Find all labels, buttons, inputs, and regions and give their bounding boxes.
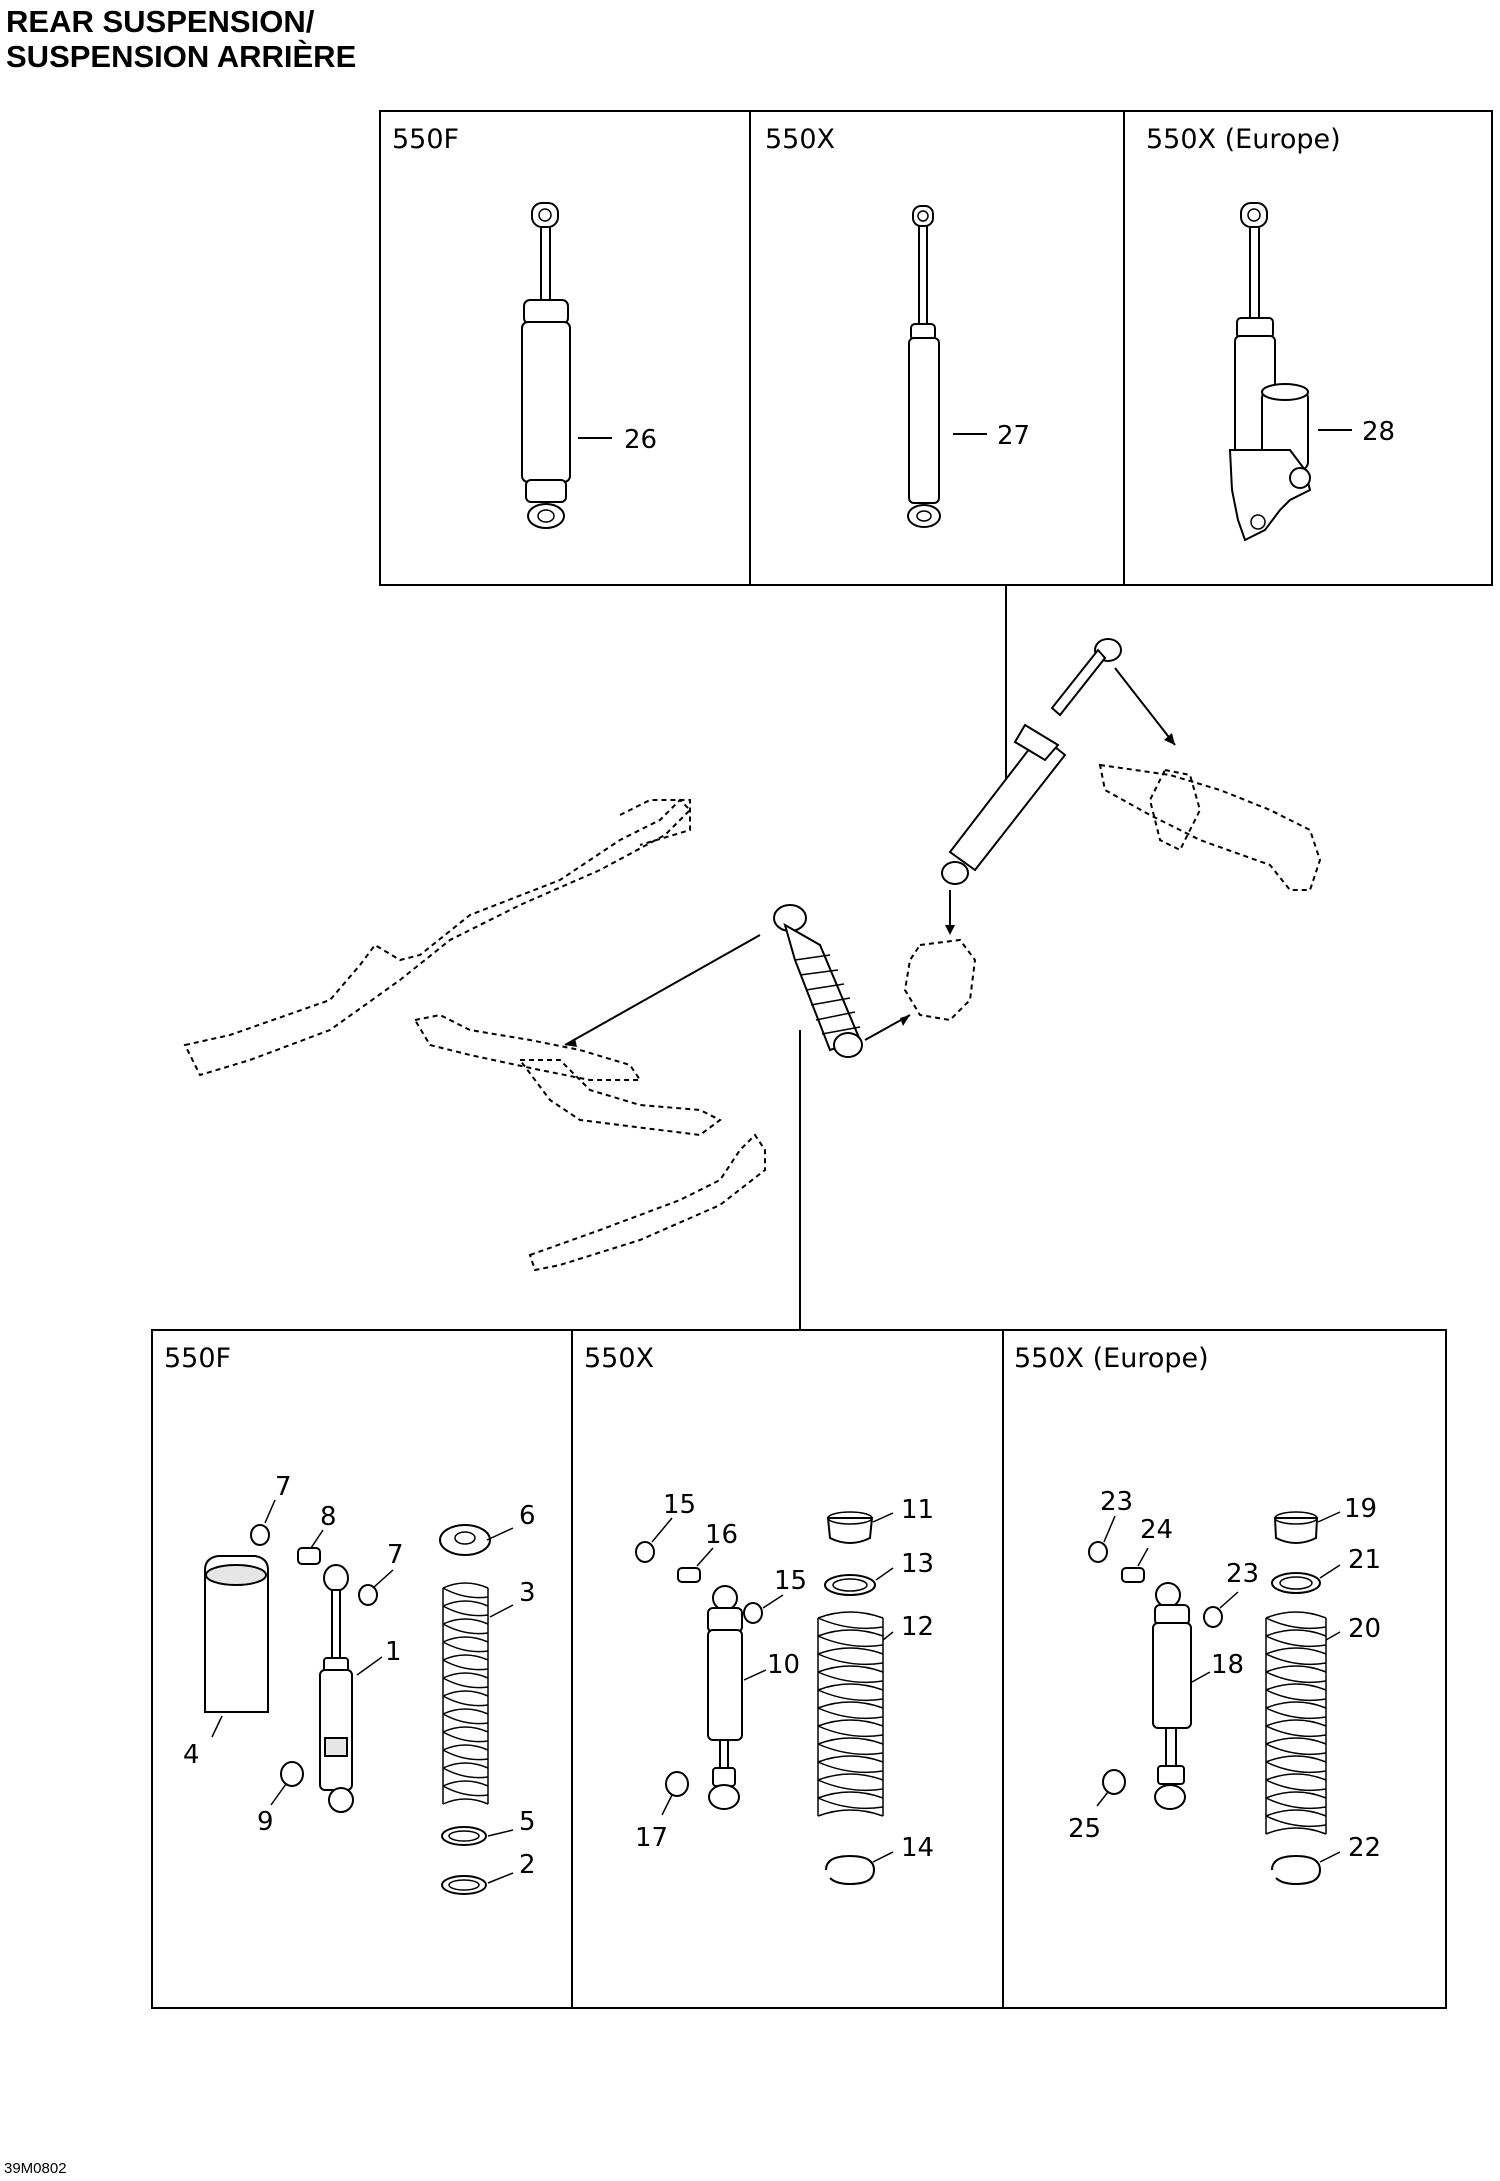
title-line-2: SUSPENSION ARRIÈRE xyxy=(6,39,357,74)
callout-8: 8 xyxy=(320,1502,337,1532)
parts-550x-europe xyxy=(1088,1511,1327,1886)
callout-7b: 7 xyxy=(387,1540,404,1570)
callout-24: 24 xyxy=(1140,1515,1173,1545)
callout-7a: 7 xyxy=(275,1472,292,1502)
callout-15b: 15 xyxy=(774,1566,807,1596)
top-shock-installed xyxy=(941,638,1122,885)
callout-1: 1 xyxy=(385,1637,402,1667)
callout-4: 4 xyxy=(183,1740,200,1770)
title-line-1: REAR SUSPENSION/ xyxy=(6,4,315,39)
callout-27: 27 xyxy=(997,421,1030,451)
callout-2: 2 xyxy=(519,1850,536,1880)
callout-18: 18 xyxy=(1211,1650,1244,1680)
bottom-panels: 550F 550X 550X (Europe) xyxy=(151,1329,1447,2009)
callout-3: 3 xyxy=(519,1578,536,1608)
callout-23a: 23 xyxy=(1100,1487,1133,1517)
callout-9: 9 xyxy=(257,1807,274,1837)
bottom-panel-model-550x: 550X xyxy=(584,1343,654,1374)
bottom-panel-model-550f: 550F xyxy=(164,1343,231,1374)
callout-11: 11 xyxy=(901,1495,934,1525)
callout-19: 19 xyxy=(1344,1494,1377,1524)
top-panel-model-550x-europe: 550X (Europe) xyxy=(1146,124,1341,155)
callout-21: 21 xyxy=(1348,1545,1381,1575)
callout-5: 5 xyxy=(519,1807,536,1837)
callout-17: 17 xyxy=(635,1823,668,1853)
top-panel-model-550x: 550X xyxy=(765,124,835,155)
page-title: REAR SUSPENSION/ SUSPENSION ARRIÈRE xyxy=(6,4,356,74)
callout-20: 20 xyxy=(1348,1614,1381,1644)
callout-15a: 15 xyxy=(663,1490,696,1520)
callout-6: 6 xyxy=(519,1501,536,1531)
bottom-panel-model-550x-europe: 550X (Europe) xyxy=(1014,1343,1209,1374)
rear-suspension-assembly xyxy=(183,638,1322,1272)
spring-550f xyxy=(442,1582,489,1805)
callout-25: 25 xyxy=(1068,1814,1101,1844)
callout-22: 22 xyxy=(1348,1833,1381,1863)
top-panels: 550F 550X 550X (Europe) 26 27 xyxy=(379,110,1493,586)
callout-16: 16 xyxy=(705,1520,738,1550)
callout-14: 14 xyxy=(901,1833,934,1863)
shock-absorber-550f xyxy=(521,202,571,529)
callout-12: 12 xyxy=(901,1612,934,1642)
callout-26: 26 xyxy=(624,425,657,455)
figure-reference: 39M0802 xyxy=(4,2160,67,2177)
rear-coil-over-shock xyxy=(773,904,863,1058)
shock-absorber-550x-europe xyxy=(1228,202,1312,542)
top-panel-model-550f: 550F xyxy=(392,124,459,155)
callout-23b: 23 xyxy=(1226,1559,1259,1589)
spring-550x-europe xyxy=(1265,1611,1327,1835)
callout-13: 13 xyxy=(901,1549,934,1579)
callout-28: 28 xyxy=(1362,417,1395,447)
callout-10: 10 xyxy=(767,1650,800,1680)
spring-550x xyxy=(817,1611,884,1817)
parts-550x xyxy=(635,1511,884,1886)
shock-absorber-550x xyxy=(907,205,941,528)
parts-550f xyxy=(204,1524,491,1895)
